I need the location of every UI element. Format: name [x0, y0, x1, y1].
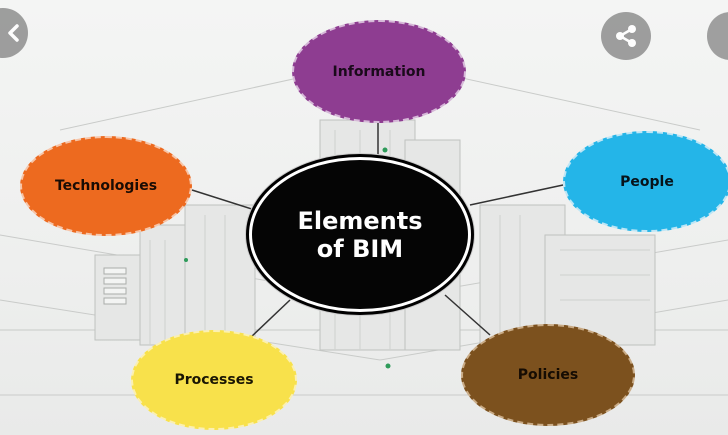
share-icon	[613, 23, 639, 49]
node-technologies-label: Technologies	[54, 178, 158, 194]
node-people: People	[563, 131, 728, 232]
node-information: Information	[292, 20, 466, 123]
share-button[interactable]	[601, 12, 651, 60]
node-processes-label: Processes	[174, 372, 254, 388]
center-title-line2: of BIM	[316, 234, 404, 263]
node-policies-label: Policies	[517, 367, 579, 383]
central-node-elements-of-bim: Elements of BIM	[249, 157, 471, 312]
chevron-left-icon	[6, 24, 20, 42]
more-button[interactable]	[707, 12, 728, 60]
node-information-label: Information	[332, 63, 426, 80]
center-title-line1: Elements	[297, 206, 423, 235]
node-policies: Policies	[461, 324, 635, 426]
node-people-label: People	[620, 173, 674, 190]
node-technologies: Technologies	[20, 136, 192, 236]
node-processes: Processes	[131, 330, 297, 430]
